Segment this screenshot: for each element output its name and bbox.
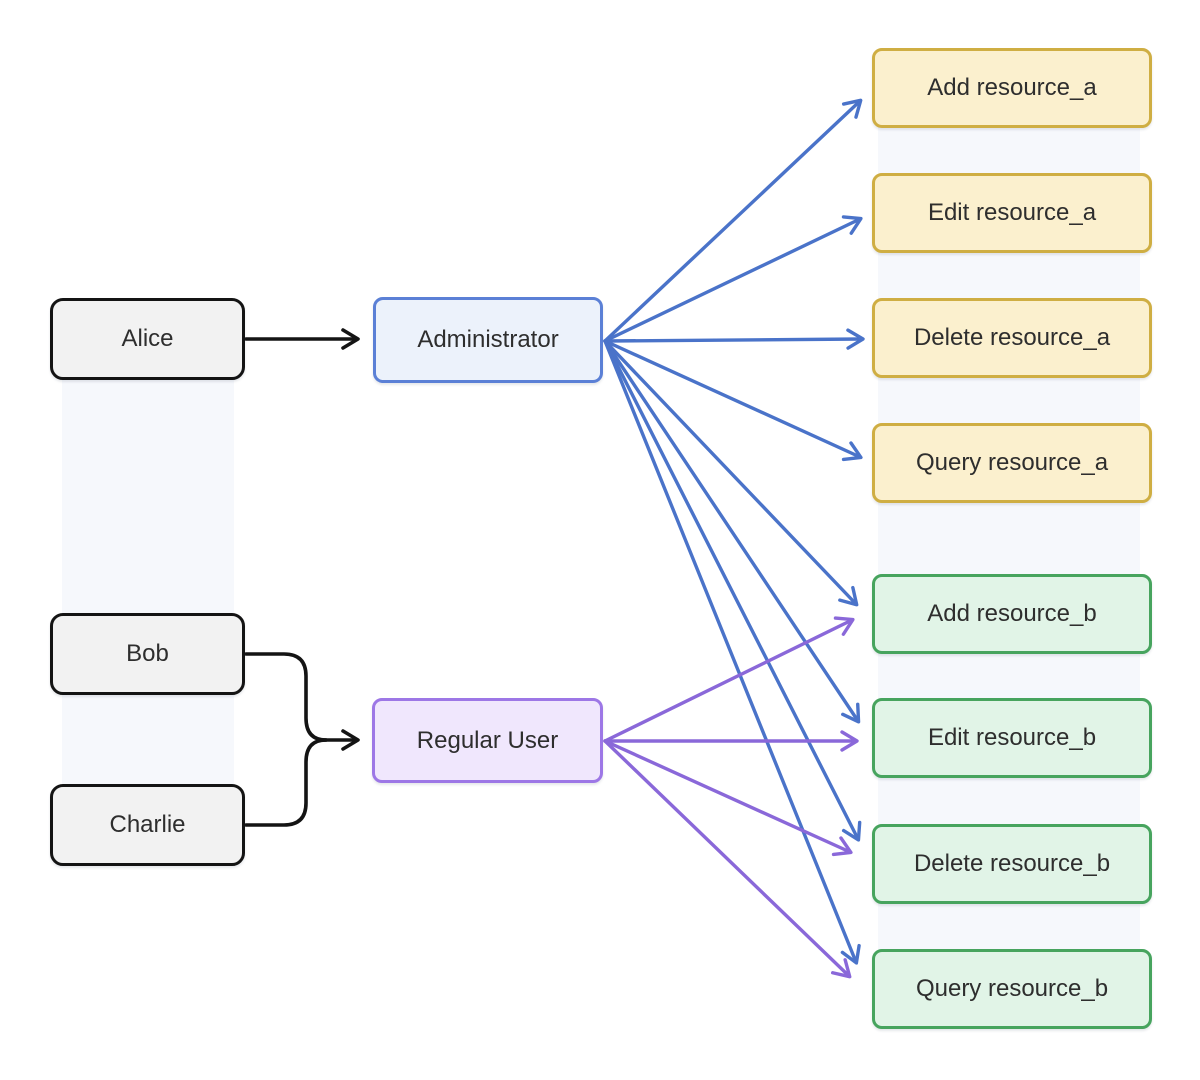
edge-admin-query-b [603,339,861,965]
node-label: Regular User [416,726,559,754]
edge-admin-query-a [603,339,863,462]
node-perm-delete-resource-a: Delete resource_a [872,298,1152,378]
regular-user-edges [603,616,859,979]
node-perm-edit-resource-b: Edit resource_b [872,698,1152,778]
edge-admin-add-a [603,98,863,343]
node-label: Alice [121,325,174,352]
edge-charlie-merge [244,738,328,827]
node-perm-delete-resource-b: Delete resource_b [872,824,1152,904]
user-role-edges [244,328,360,827]
node-user-charlie: Charlie [50,784,245,866]
edge-admin-delete-a [603,328,865,350]
node-user-bob: Bob [50,613,245,695]
node-user-alice: Alice [50,298,245,380]
node-label: Query resource_b [915,975,1109,1002]
node-perm-edit-resource-a: Edit resource_a [872,173,1152,253]
node-perm-add-resource-a: Add resource_a [872,48,1152,128]
node-label: Query resource_a [915,449,1109,476]
node-label: Delete resource_b [913,850,1111,877]
node-label: Add resource_b [927,600,1097,627]
node-label: Edit resource_a [927,199,1097,226]
edge-regular-add-b [603,616,855,743]
node-label: Bob [126,640,169,667]
node-perm-query-resource-b: Query resource_b [872,949,1152,1029]
node-perm-add-resource-b: Add resource_b [872,574,1152,654]
edge-admin-delete-b [603,339,862,842]
administrator-edges [603,98,865,965]
node-label: Add resource_a [927,74,1097,101]
edge-admin-edit-a [603,215,863,343]
edge-admin-edit-b [603,339,861,724]
edge-regular-query-b [603,739,852,979]
node-label: Administrator [417,326,559,353]
edge-regular-delete-b [603,739,853,857]
node-label: Delete resource_a [913,324,1111,351]
node-label: Charlie [109,811,186,838]
node-label: Edit resource_b [927,724,1097,751]
node-role-administrator: Administrator [373,297,603,383]
users-column-band [62,339,234,825]
node-perm-query-resource-a: Query resource_a [872,423,1152,503]
edge-bob-merge [244,652,328,742]
node-role-regular-user: Regular User [372,698,603,783]
edge-admin-add-b [603,339,859,607]
